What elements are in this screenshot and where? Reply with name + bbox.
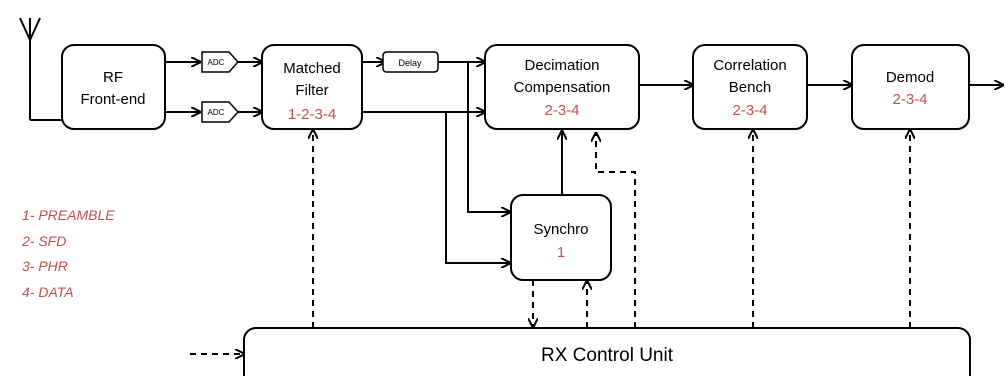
matched-label-1: Matched xyxy=(283,60,341,77)
decimation-label-2: Compensation xyxy=(514,79,611,96)
decimation-label-1: Decimation xyxy=(524,57,599,74)
rx-control-unit-block: RX Control Unit xyxy=(243,327,971,376)
decimation-block: Decimation Compensation 2-3-4 xyxy=(484,44,640,130)
delay-label: Delay xyxy=(398,58,422,68)
legend-item-sfd: 2- SFD xyxy=(21,233,66,249)
matched-label-2: Filter xyxy=(295,82,328,99)
legend-item-phr: 3- PHR xyxy=(22,258,68,274)
adc-bottom-block: ADC xyxy=(201,101,240,123)
demod-label: Demod xyxy=(886,69,934,86)
correlation-phases: 2-3-4 xyxy=(732,102,767,119)
matched-phases: 1-2-3-4 xyxy=(288,106,336,123)
adc-top-block: ADC xyxy=(201,51,240,73)
legend-item-preamble: 1- PREAMBLE xyxy=(22,207,115,223)
rf-label-1: RF xyxy=(103,69,123,86)
rf-frontend-block: RF Front-end xyxy=(61,44,166,130)
adc-bottom-label: ADC xyxy=(208,108,225,117)
antenna-icon xyxy=(19,17,62,121)
signal-wires xyxy=(165,62,1003,263)
rf-label-2: Front-end xyxy=(80,91,145,108)
decimation-phases: 2-3-4 xyxy=(544,102,579,119)
correlation-label-1: Correlation xyxy=(713,57,786,74)
correlation-label-2: Bench xyxy=(729,79,772,96)
demod-phases: 2-3-4 xyxy=(892,91,927,108)
matched-filter-block: Matched Filter 1-2-3-4 xyxy=(261,44,363,130)
synchro-block: Synchro 1 xyxy=(510,194,612,281)
adc-top-label: ADC xyxy=(208,58,225,67)
legend-item-data: 4- DATA xyxy=(22,284,74,300)
synchro-phases: 1 xyxy=(557,244,565,261)
correlation-block: Correlation Bench 2-3-4 xyxy=(692,44,808,130)
rx-control-label: RX Control Unit xyxy=(541,345,674,366)
phase-legend: 1- PREAMBLE 2- SFD 3- PHR 4- DATA xyxy=(21,207,115,300)
control-lines xyxy=(190,130,910,354)
delay-block: Delay xyxy=(382,51,439,73)
demod-block: Demod 2-3-4 xyxy=(851,44,970,130)
synchro-label: Synchro xyxy=(533,221,588,238)
